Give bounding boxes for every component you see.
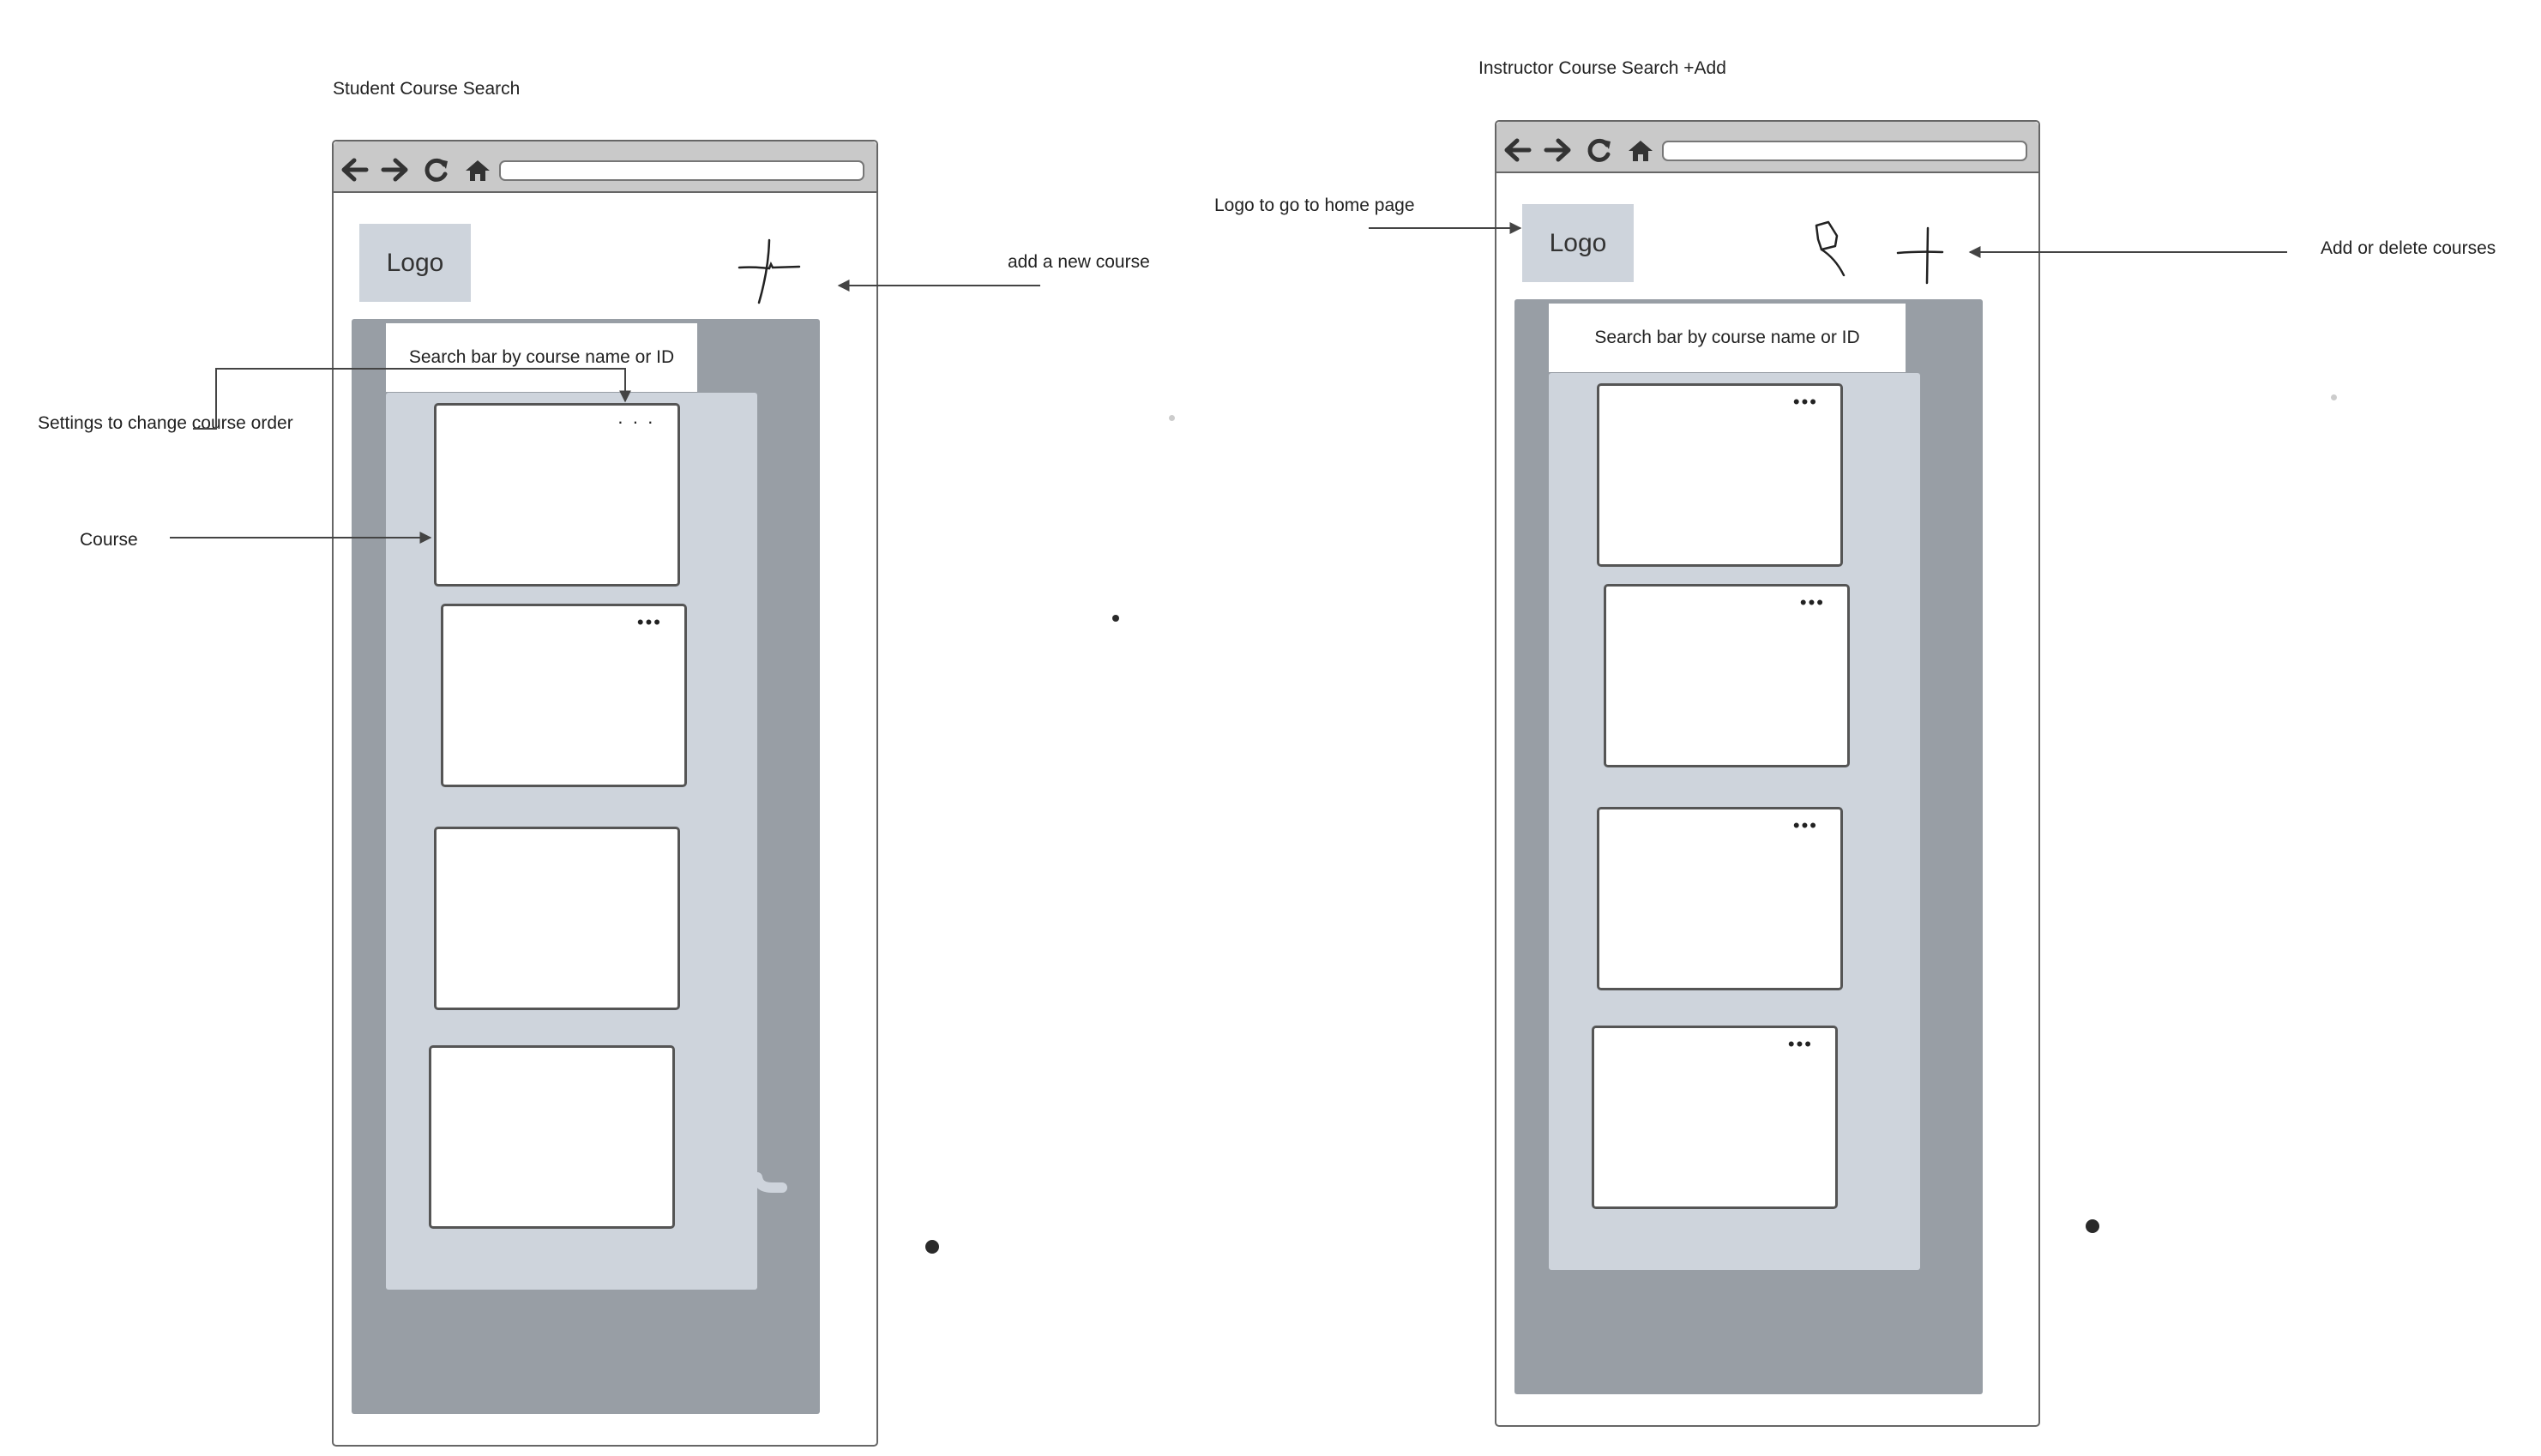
card-menu-icon[interactable]: ••• xyxy=(1792,815,1818,836)
student-browser-window: Logo · · · ••• Search bar by course name… xyxy=(332,140,878,1447)
course-card[interactable]: · · · xyxy=(434,403,680,587)
course-card[interactable]: ••• xyxy=(1597,383,1843,567)
card-menu-icon[interactable]: ••• xyxy=(1799,592,1825,613)
home-icon[interactable] xyxy=(462,156,493,184)
student-url-bar[interactable] xyxy=(499,160,864,181)
back-arrow-icon[interactable] xyxy=(339,156,370,184)
stray-dot xyxy=(1112,615,1119,622)
course-card[interactable]: ••• xyxy=(1604,584,1850,767)
card-menu-icon[interactable]: ••• xyxy=(1792,391,1818,412)
student-browser-toolbar xyxy=(334,141,876,193)
annotation-logo-home: Logo to go to home page xyxy=(1214,196,1415,215)
stray-dot xyxy=(2331,394,2337,400)
course-card[interactable]: ••• xyxy=(1597,807,1843,990)
student-logo[interactable]: Logo xyxy=(359,224,471,302)
forward-arrow-icon[interactable] xyxy=(380,156,411,184)
scroll-handle xyxy=(752,1172,787,1193)
annotation-settings-order: Settings to change course order xyxy=(38,413,293,433)
instructor-browser-window: Logo ••• ••• ••• ••• Search bar by cours… xyxy=(1495,120,2040,1427)
instructor-url-bar[interactable] xyxy=(1662,141,2027,161)
person-icon[interactable] xyxy=(1809,220,1858,289)
plus-icon[interactable] xyxy=(1895,225,1947,285)
card-menu-icon[interactable]: ••• xyxy=(636,611,662,633)
annotation-add-delete: Add or delete courses xyxy=(2321,238,2496,258)
annotation-course: Course xyxy=(80,530,138,550)
card-menu-icon[interactable]: ••• xyxy=(1787,1033,1813,1055)
arrow-settings-order xyxy=(193,368,631,430)
annotation-add-new-course: add a new course xyxy=(1008,252,1150,272)
student-wireframe-title: Student Course Search xyxy=(333,79,521,99)
course-card[interactable]: ••• xyxy=(1592,1026,1838,1209)
reload-icon[interactable] xyxy=(421,156,452,184)
instructor-browser-toolbar xyxy=(1496,122,2038,173)
course-card[interactable] xyxy=(434,827,680,1010)
student-search-bar[interactable]: Search bar by course name or ID xyxy=(386,323,697,392)
reload-icon[interactable] xyxy=(1584,136,1615,164)
forward-arrow-icon[interactable] xyxy=(1543,136,1574,164)
card-menu-icon[interactable]: · · · xyxy=(617,411,655,432)
home-icon[interactable] xyxy=(1625,136,1656,164)
student-content-panel: · · · ••• Search bar by course name or I… xyxy=(352,319,820,1414)
instructor-wireframe-title: Instructor Course Search +Add xyxy=(1478,58,1726,78)
instructor-logo[interactable]: Logo xyxy=(1522,204,1634,282)
stray-dot xyxy=(1169,415,1175,421)
course-card[interactable]: ••• xyxy=(441,604,687,787)
instructor-search-bar[interactable]: Search bar by course name or ID xyxy=(1549,304,1906,372)
stray-dot xyxy=(925,1240,939,1254)
course-card[interactable] xyxy=(429,1045,675,1229)
student-course-list: · · · ••• xyxy=(386,393,757,1290)
instructor-content-panel: ••• ••• ••• ••• Search bar by course nam… xyxy=(1514,299,1983,1394)
instructor-course-list: ••• ••• ••• ••• xyxy=(1549,373,1920,1270)
back-arrow-icon[interactable] xyxy=(1502,136,1532,164)
plus-icon[interactable] xyxy=(737,236,802,304)
stray-dot xyxy=(2086,1219,2099,1233)
